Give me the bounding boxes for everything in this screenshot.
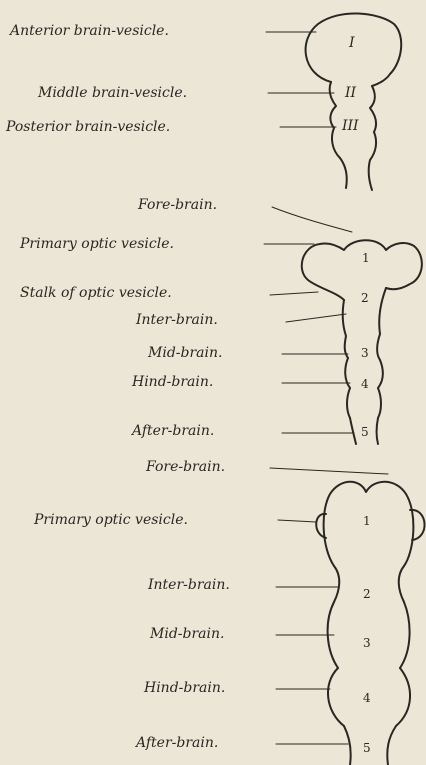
label-stage2-primary-optic-vesicle: Primary optic vesicle. xyxy=(20,237,174,251)
label-stage3-fore-brain: Fore-brain. xyxy=(146,460,225,474)
numeral-stage3-2: 2 xyxy=(363,588,371,600)
label-stage2-stalk-of-optic-vesicle: Stalk of optic vesicle. xyxy=(20,286,172,300)
middle-vesicle-shape xyxy=(330,82,336,128)
label-stage2-fore-brain: Fore-brain. xyxy=(138,198,217,212)
label-stage3-inter-brain: Inter-brain. xyxy=(148,578,230,592)
numeral-stage2-3: 3 xyxy=(361,347,369,359)
numeral-stage2-1: 1 xyxy=(362,252,370,264)
stage2-outline xyxy=(302,240,422,444)
label-stage2-after-brain: After-brain. xyxy=(132,424,214,438)
label-stage3-hind-brain: Hind-brain. xyxy=(144,681,225,695)
label-stage3-after-brain: After-brain. xyxy=(136,736,218,750)
numeral-stage3-3: 3 xyxy=(363,637,371,649)
numeral-vesicle-iii: III xyxy=(342,119,359,133)
label-stage3-primary-optic-vesicle: Primary optic vesicle. xyxy=(34,513,188,527)
label-stage2-mid-brain: Mid-brain. xyxy=(148,346,222,360)
label-stage2-hind-brain: Hind-brain. xyxy=(132,375,213,389)
numeral-vesicle-ii: II xyxy=(345,86,356,100)
numeral-vesicle-i: I xyxy=(349,36,355,50)
label-stage3-mid-brain: Mid-brain. xyxy=(150,627,224,641)
numeral-stage2-4: 4 xyxy=(361,378,369,390)
label-stage2-inter-brain: Inter-brain. xyxy=(136,313,218,327)
numeral-stage3-1: 1 xyxy=(363,515,371,527)
numeral-stage3-4: 4 xyxy=(363,692,371,704)
posterior-vesicle-shape xyxy=(332,128,347,188)
stage2-leader-lines xyxy=(264,207,354,433)
numeral-stage3-5: 5 xyxy=(363,742,371,754)
numeral-stage2-2: 2 xyxy=(361,292,369,304)
label-middle-brain-vesicle: Middle brain-vesicle. xyxy=(38,86,187,100)
label-posterior-brain-vesicle: Posterior brain-vesicle. xyxy=(6,120,170,134)
label-anterior-brain-vesicle: Anterior brain-vesicle. xyxy=(10,24,169,38)
numeral-stage2-5: 5 xyxy=(361,426,369,438)
